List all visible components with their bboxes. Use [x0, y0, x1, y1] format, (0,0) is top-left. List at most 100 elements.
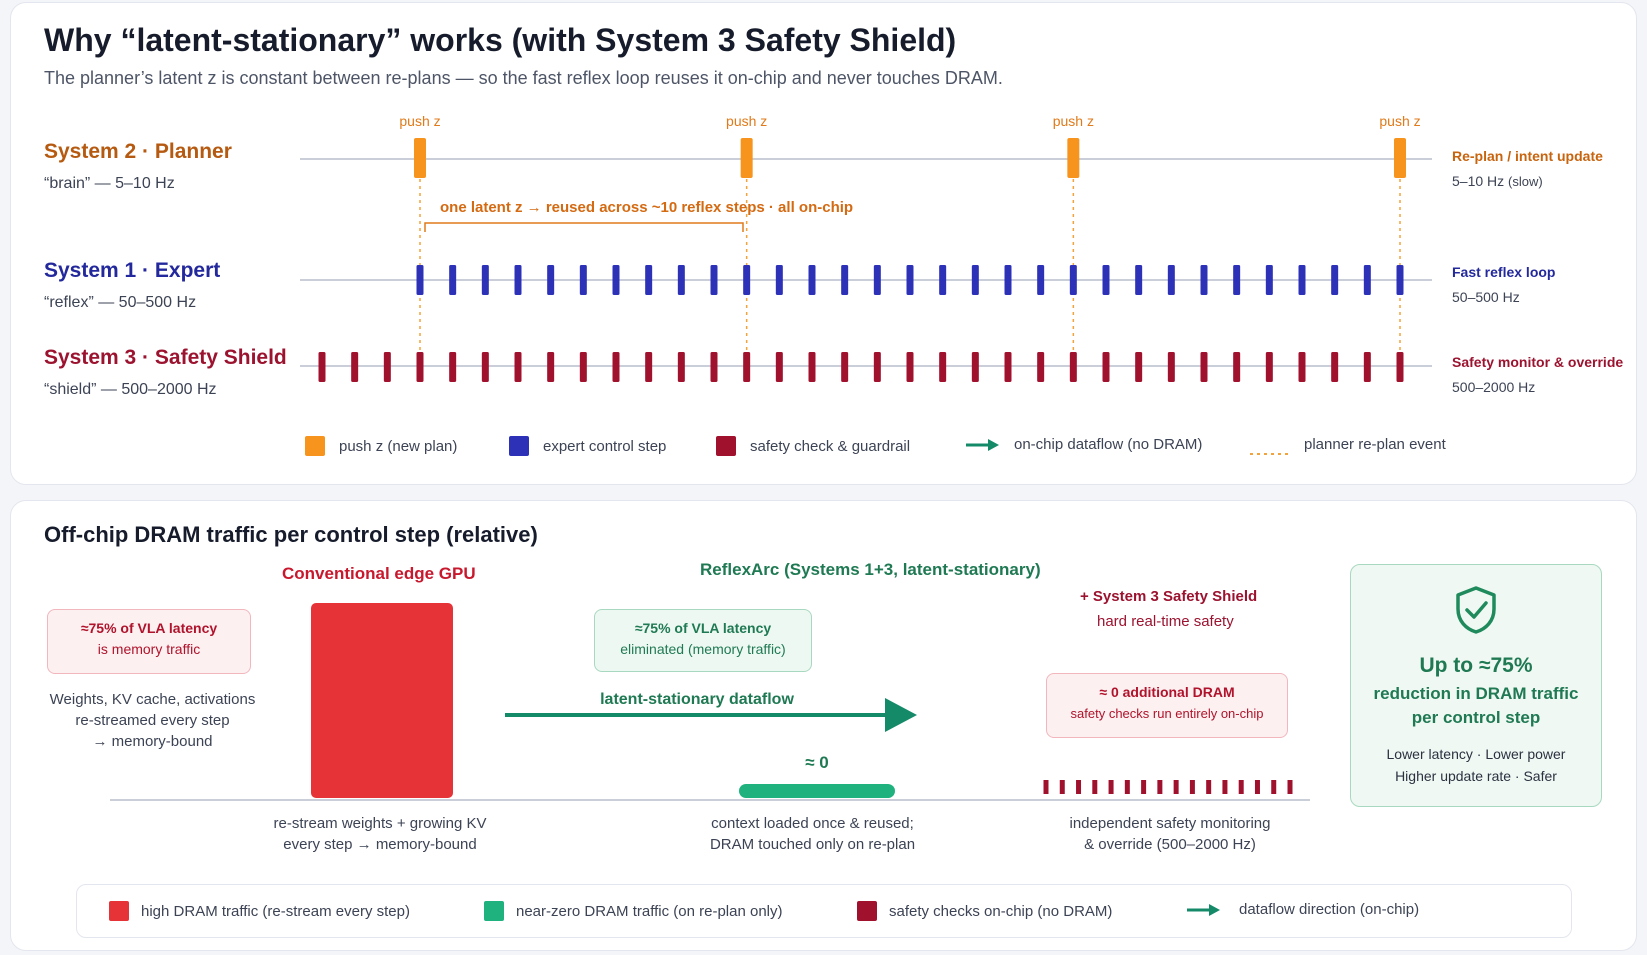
planner-right-rate-value: 5–10 Hz — [1452, 173, 1505, 189]
safety-step-14 — [743, 352, 751, 382]
shield-tick-16 — [1287, 780, 1293, 794]
expert-step-11 — [743, 265, 751, 295]
safety-step-16 — [808, 352, 816, 382]
conventional-caption: re-stream weights + growing KV every ste… — [250, 813, 510, 855]
shield-caption-line1: independent safety monitoring — [1069, 815, 1271, 832]
reuse-annotation: one latent z → reused across ~10 reflex … — [440, 199, 853, 216]
shield-name: System 3 · Safety Shield — [44, 346, 287, 369]
shield-add-title: + System 3 Safety Shield — [1080, 588, 1258, 605]
conventional-note-line3: → memory-bound — [92, 733, 213, 750]
expert-name: System 1 · Expert — [44, 259, 221, 282]
conventional-caption-line2: every step → memory-bound — [283, 836, 477, 853]
push-z-label-1: push z — [399, 113, 440, 129]
dram-legend-item-2: near-zero DRAM traffic (on re-plan only) — [484, 901, 782, 921]
reflexarc-callout-line2: eliminated (memory traffic) — [620, 641, 786, 657]
safety-step-32 — [1331, 352, 1339, 382]
shield-callout-line2: safety checks run entirely on-chip — [1070, 706, 1264, 721]
safety-step-6 — [481, 352, 489, 382]
safety-step-20 — [939, 352, 947, 382]
timeline-panel — [10, 2, 1637, 485]
dram-legend-swatch-1 — [109, 901, 129, 921]
timeline-legend-label-1: push z (new plan) — [339, 437, 458, 455]
safety-step-1 — [318, 352, 326, 382]
dram-legend-item-1: high DRAM traffic (re-stream every step) — [109, 901, 410, 921]
conventional-note: Weights, KV cache, activations re-stream… — [30, 689, 275, 752]
safety-step-9 — [579, 352, 587, 382]
timeline-legend-label-5: planner re-plan event — [1304, 436, 1446, 453]
shield-tick-10 — [1189, 780, 1195, 794]
push-z-label-4: push z — [1379, 113, 1420, 129]
reflexarc-caption-line2: DRAM touched only on re-plan — [709, 836, 916, 853]
safety-step-15 — [775, 352, 783, 382]
conventional-callout-line1: ≈75% of VLA latency — [80, 620, 218, 636]
expert-step-16 — [906, 265, 914, 295]
safety-step-19 — [906, 352, 914, 382]
expert-step-14 — [841, 265, 849, 295]
safety-step-22 — [1004, 352, 1012, 382]
expert-step-26 — [1233, 265, 1241, 295]
safety-step-13 — [710, 352, 718, 382]
expert-step-6 — [579, 265, 587, 295]
safety-step-26 — [1135, 352, 1143, 382]
expert-step-12 — [775, 265, 783, 295]
dram-legend-label-2: near-zero DRAM traffic (on re-plan only) — [516, 902, 783, 920]
expert-step-1 — [416, 265, 424, 295]
result-benefits-1: Lower latency · Lower power — [1386, 746, 1566, 762]
shield-safety-ticks — [1043, 780, 1293, 794]
expert-step-29 — [1331, 265, 1339, 295]
page-subtitle: The planner’s latent z is constant betwe… — [44, 68, 1003, 88]
expert-step-13 — [808, 265, 816, 295]
reflexarc-caption-line1: context loaded once & reused; — [711, 815, 914, 832]
safety-step-33 — [1363, 352, 1371, 382]
push-z-marker-4 — [1394, 138, 1406, 178]
shield-tick-9 — [1173, 780, 1179, 794]
shield-tick-12 — [1222, 780, 1228, 794]
expert-step-7 — [612, 265, 620, 295]
expert-step-22 — [1102, 265, 1110, 295]
safety-step-31 — [1298, 352, 1306, 382]
dram-chart: ≈ 0 latent-stationary dataflow — [110, 603, 1310, 801]
expert-step-30 — [1363, 265, 1371, 295]
shield-tick-11 — [1206, 780, 1212, 794]
safety-step-21 — [971, 352, 979, 382]
planner-rate: “brain” — 5–10 Hz — [44, 175, 175, 192]
timeline-legend-swatch-3 — [716, 436, 736, 456]
shield-caption-line2: & override (500–2000 Hz) — [1084, 836, 1256, 853]
dataflow-arrow-label: latent-stationary dataflow — [600, 691, 794, 708]
reflexarc-title: ReflexArc (Systems 1+3, latent-stationar… — [700, 560, 1041, 579]
dram-legend: high DRAM traffic (re-stream every step)… — [76, 884, 1572, 938]
safety-step-2 — [351, 352, 359, 382]
shield-caption: independent safety monitoring & override… — [1030, 813, 1310, 855]
reflexarc-callout-line1: ≈75% of VLA latency — [634, 620, 772, 636]
expert-step-5 — [547, 265, 555, 295]
timeline-legend-item-1: push z (new plan) — [305, 436, 457, 456]
conventional-callout: ≈75% of VLA latency is memory traffic — [47, 609, 251, 674]
expert-step-24 — [1167, 265, 1175, 295]
result-line3: per control step — [1411, 708, 1541, 727]
conventional-title: Conventional edge GPU — [282, 564, 476, 583]
safety-step-10 — [612, 352, 620, 382]
shield-tick-5 — [1108, 780, 1114, 794]
expert-right-title: Fast reflex loop — [1452, 264, 1556, 280]
expert-step-17 — [939, 265, 947, 295]
safety-step-4 — [416, 352, 424, 382]
shield-tick-1 — [1043, 780, 1049, 794]
shield-tick-4 — [1092, 780, 1098, 794]
bar-reflexarc — [739, 784, 895, 798]
shield-add-subtitle: hard real-time safety — [1097, 613, 1234, 630]
shield-tick-6 — [1124, 780, 1130, 794]
push-z-label-3: push z — [1053, 113, 1094, 129]
planner-right-rate-note: (slow) — [1508, 174, 1543, 189]
planner-name: System 2 · Planner — [44, 140, 232, 163]
expert-step-2 — [449, 265, 457, 295]
safety-step-12 — [677, 352, 685, 382]
expert-step-3 — [481, 265, 489, 295]
expert-step-15 — [873, 265, 881, 295]
safety-step-25 — [1102, 352, 1110, 382]
safety-step-23 — [1037, 352, 1045, 382]
timeline-legend-item-5: planner re-plan event — [1250, 436, 1446, 455]
expert-rate: “reflex” — 50–500 Hz — [44, 294, 197, 311]
expert-step-21 — [1069, 265, 1077, 295]
